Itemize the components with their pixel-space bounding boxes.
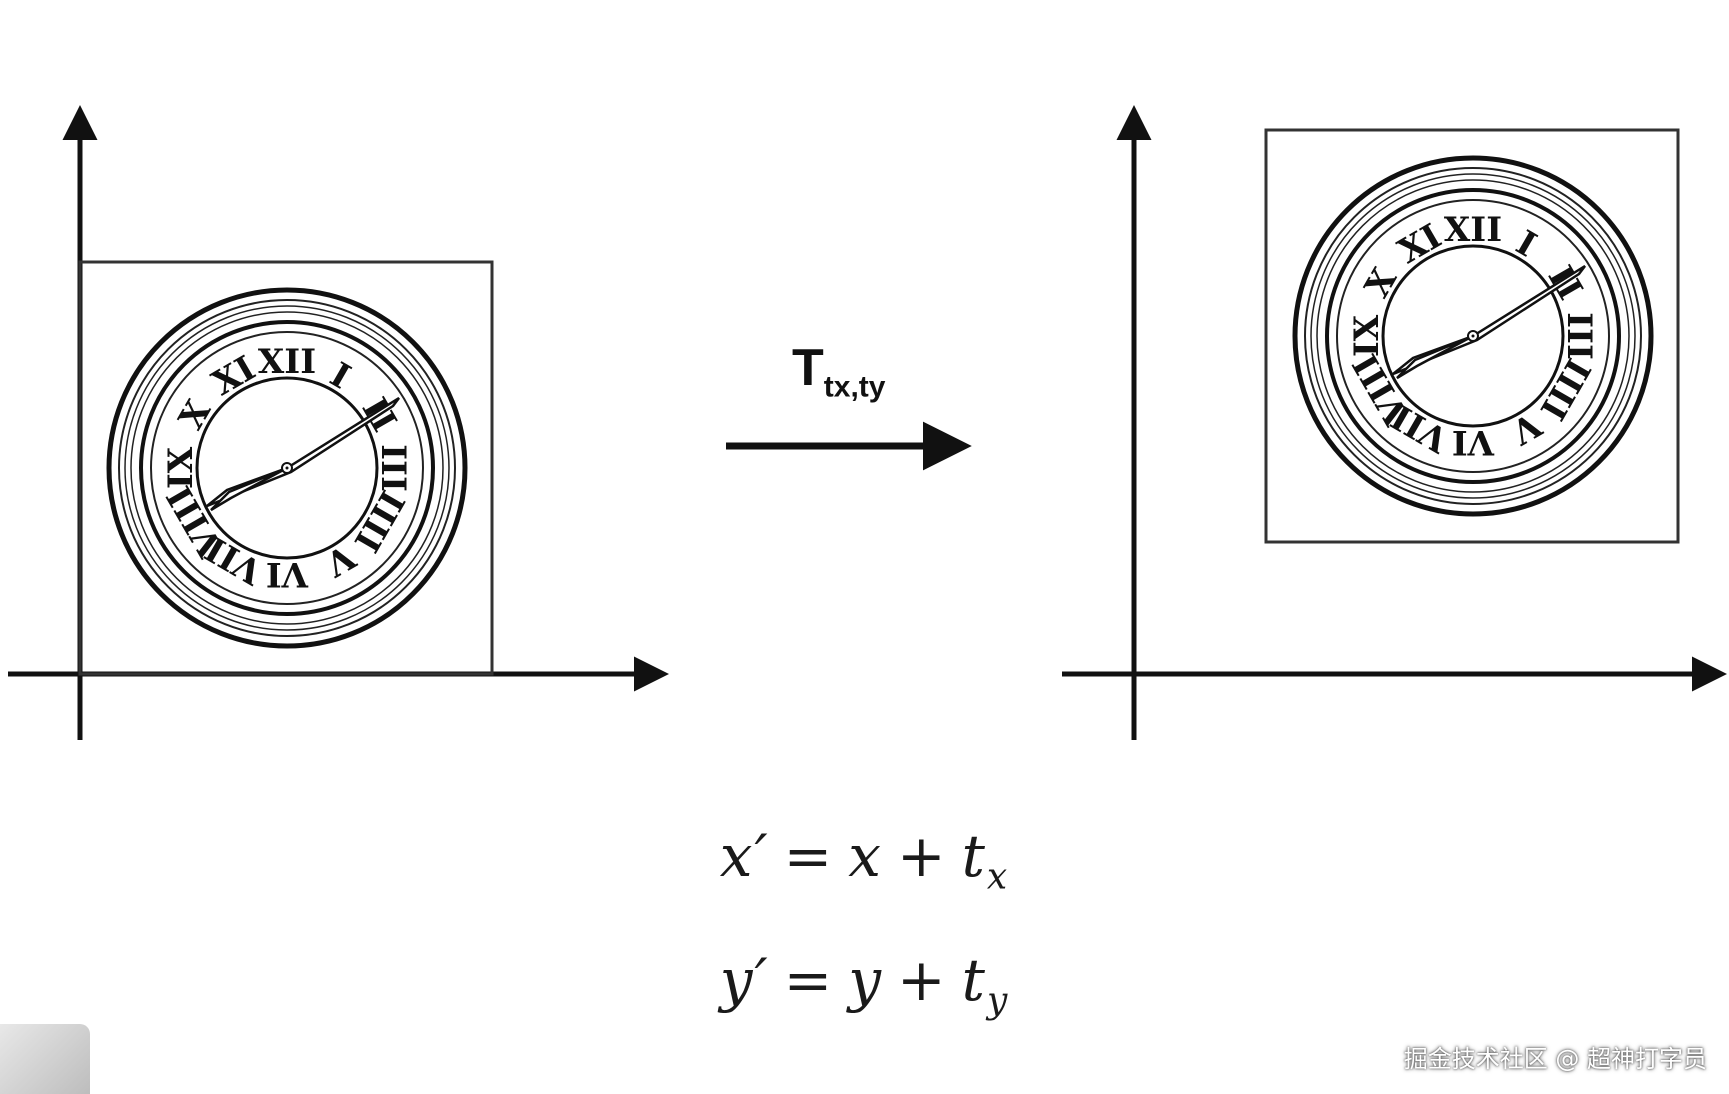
clock-chapter-ring <box>1336 199 1610 473</box>
equation-x: x′=x+tx <box>0 822 1729 898</box>
clock-chapter-ring-outer <box>139 320 435 616</box>
transform-label-subscript: tx,ty <box>823 370 886 404</box>
equation-x-plus: + <box>896 822 948 890</box>
clock-rim-line <box>1316 179 1630 493</box>
equation-y-lhs: y′ <box>719 946 770 1014</box>
clock-pivot-dot <box>1471 334 1475 338</box>
clock-numeral: III <box>373 444 413 492</box>
equation-y: y′=y+ty <box>0 946 1729 1022</box>
equation-x-sub: x <box>986 856 1010 898</box>
clock-chapter-ring <box>150 331 424 605</box>
equation-y-sub: y <box>986 980 1010 1022</box>
clock-outer-rim <box>106 287 468 649</box>
equation-x-t: t <box>961 822 987 890</box>
equation-y-t: t <box>961 946 987 1014</box>
clock-numeral: IX <box>1347 314 1387 357</box>
clock-numeral: I <box>323 355 357 398</box>
transform-label: Ttx,ty <box>792 338 885 404</box>
clock-rim-line <box>118 299 456 637</box>
clock-hand-short <box>1396 334 1474 380</box>
left-clock: XIIIIIIIIIIIIVVIVIIVIIIIXXXI <box>106 287 468 649</box>
right-axes <box>1062 105 1727 740</box>
clock-numeral: III <box>1559 312 1599 360</box>
watermark: 掘金技术社区 @ 超神打字员 <box>1403 1045 1707 1073</box>
clock-rim-line <box>1304 167 1642 505</box>
clock-numeral: XII <box>258 342 316 382</box>
clock-numeral: I <box>1509 223 1543 266</box>
left-bounding-box <box>78 260 494 676</box>
equation-y-plus: + <box>897 946 948 1014</box>
clock-hand-short <box>210 466 288 512</box>
clock-chapter-ring-outer <box>1325 188 1621 484</box>
clock-rim-line <box>130 311 444 625</box>
equation-y-equals: = <box>783 946 835 1014</box>
right-bounding-box <box>1264 128 1680 544</box>
clock-numeral: VI <box>266 554 309 594</box>
equation-y-var: y <box>848 946 884 1014</box>
transform-label-main: T <box>792 339 824 397</box>
equation-x-lhs: x′ <box>719 822 770 890</box>
clock-pivot-dot <box>285 466 289 470</box>
clock-rim-line <box>1310 173 1636 499</box>
clock-numeral: IX <box>161 446 201 489</box>
right-clock: XIIIIIIIIIIIIVVIVIIVIIIIXXXI <box>1292 155 1654 517</box>
clock-outer-rim <box>1292 155 1654 517</box>
clock-numeral: XII <box>1444 210 1502 250</box>
equation-x-var: x <box>848 822 883 890</box>
corner-object <box>0 1024 90 1094</box>
clock-numeral: VI <box>1452 422 1495 462</box>
equation-x-equals: = <box>783 822 835 890</box>
clock-rim-line <box>124 305 450 631</box>
